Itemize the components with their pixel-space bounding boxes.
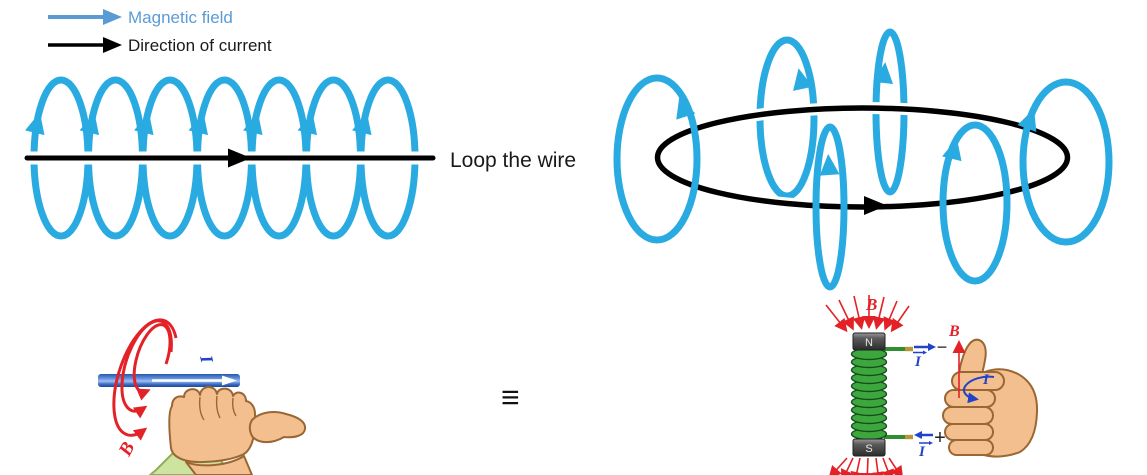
north-pole-label: N — [865, 337, 873, 349]
top-current-arrowhead-icon — [928, 343, 936, 351]
field-arrowhead-icon — [243, 112, 263, 136]
current-direction-arrowhead-icon — [864, 196, 887, 215]
loop-wire — [654, 105, 1071, 210]
field-loop — [613, 74, 701, 244]
field-direction-arrowheads — [25, 112, 372, 136]
bottom-lead-tip — [905, 434, 913, 440]
field-arcs — [112, 318, 178, 441]
south-pole-label: S — [865, 443, 872, 455]
grip-rule-solenoid-figure: I B — [942, 323, 1039, 458]
top-current-label: I — [914, 354, 922, 370]
field-arrowhead-icon — [793, 68, 813, 91]
left-hand-icon — [149, 386, 307, 475]
finger-creases — [198, 395, 237, 421]
wire-loop-figure — [613, 28, 1113, 291]
plus-terminal: + — [934, 427, 946, 449]
legend-label-current: Direction of current — [128, 36, 272, 55]
bottom-current-vector-tip-icon — [929, 441, 933, 445]
right-hand-icon — [942, 338, 1039, 458]
field-arrowhead-icon — [352, 112, 372, 136]
legend-item-current: Direction of current — [48, 36, 272, 55]
bottom-current-arrowhead-icon — [914, 431, 922, 439]
fist — [168, 386, 256, 463]
solenoid-figure: B N S − — [825, 295, 948, 475]
field-arrowhead-icon — [79, 112, 100, 136]
solenoid-field-label: B — [865, 295, 877, 314]
field-arc — [132, 323, 172, 401]
field-arrowhead-icon — [25, 112, 45, 136]
wrist — [185, 455, 253, 475]
field-label: B — [948, 323, 960, 340]
rod-current-arrowhead-icon — [222, 375, 237, 386]
field-loops-front — [613, 74, 1113, 291]
field-arrowhead-icon — [819, 154, 840, 176]
minus-terminal: − — [937, 337, 948, 357]
current-arrowhead-icon — [103, 37, 122, 53]
field-direction-arrowheads — [676, 62, 1037, 176]
equivalence-symbol: ≡ — [501, 379, 520, 415]
north-pole-cap — [852, 332, 886, 351]
field-label: B — [114, 439, 139, 461]
current-direction-arrowhead-icon — [228, 148, 251, 168]
field-arc — [112, 318, 178, 441]
transition-caption: Loop the wire — [450, 149, 576, 172]
thumb — [248, 411, 307, 444]
magnetic-field-arrowhead-icon — [103, 9, 122, 25]
current-curl-arrow — [963, 375, 995, 404]
grip-rule-wire-figure: I B — [98, 318, 307, 475]
solenoid-coil — [850, 347, 888, 441]
legend-label-magnetic-field: Magnetic field — [128, 8, 233, 27]
current-label: I — [982, 372, 990, 388]
current-label: I — [196, 353, 217, 366]
field-loop — [812, 123, 848, 291]
field-arrowhead-icon — [188, 112, 209, 136]
bottom-current-label: I — [918, 444, 926, 460]
solenoid-field-lines-top — [825, 295, 910, 333]
field-arrowhead-icon — [873, 62, 894, 84]
south-pole-cap — [852, 438, 886, 457]
field-arrowhead-icon — [676, 96, 696, 120]
field-arrowhead-icon — [942, 138, 962, 162]
field-arrowhead-icon — [297, 112, 318, 136]
field-arrowhead-icon — [1017, 108, 1037, 132]
field-arrowhead-icon — [134, 112, 154, 136]
field-loop — [939, 121, 1011, 285]
solenoid-field-lines-bottom — [828, 457, 904, 475]
top-current-vector-tip-icon — [923, 350, 927, 355]
field-loop — [1019, 78, 1113, 246]
straight-wire-figure — [23, 76, 437, 240]
top-lead-tip — [905, 346, 913, 352]
legend-item-magnetic-field: Magnetic field — [48, 8, 233, 27]
legend: Magnetic field Direction of current — [48, 8, 272, 55]
